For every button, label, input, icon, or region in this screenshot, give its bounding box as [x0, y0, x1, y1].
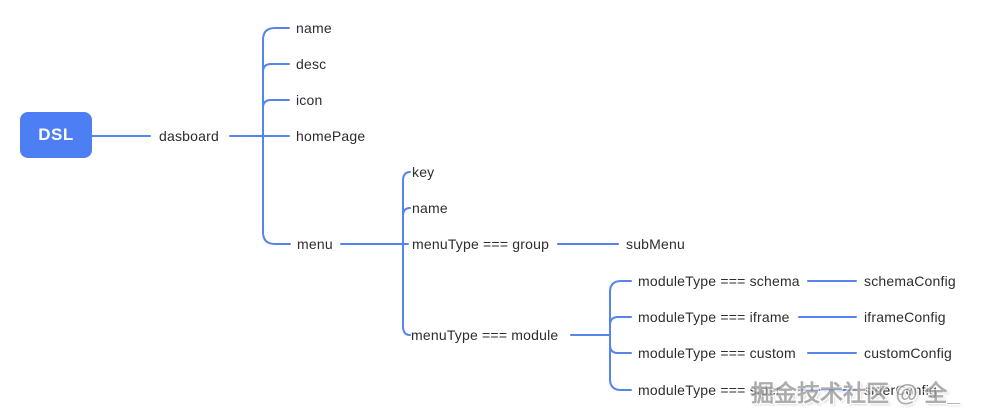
connector — [262, 99, 290, 109]
node-moduletype-schema[interactable]: moduleType === schema — [638, 273, 800, 289]
node-homepage[interactable]: homePage — [296, 128, 366, 144]
node-dasboard[interactable]: dasboard — [159, 128, 219, 144]
node-sider-config[interactable]: siderConfig — [864, 382, 938, 398]
node-menu-name[interactable]: name — [412, 200, 448, 216]
connector — [402, 325, 411, 336]
node-desc[interactable]: desc — [296, 56, 327, 72]
watermark: 掘金技术社区 @ 全_ — [751, 380, 960, 406]
node-menu[interactable]: menu — [297, 236, 333, 252]
node-moduletype-iframe[interactable]: moduleType === iframe — [638, 309, 790, 325]
node-moduletype-sider[interactable]: moduleType === sider — [638, 382, 781, 398]
connector — [609, 280, 632, 293]
connector — [609, 344, 632, 354]
node-key[interactable]: key — [412, 164, 435, 180]
node-custom-config[interactable]: customConfig — [864, 345, 952, 361]
node-menutype-module[interactable]: menuType === module — [411, 327, 559, 343]
connector — [609, 378, 632, 391]
node-icon[interactable]: icon — [296, 92, 323, 108]
connector — [262, 63, 290, 73]
connector — [262, 27, 290, 41]
node-submenu[interactable]: subMenu — [626, 236, 685, 252]
node-menutype-group[interactable]: menuType === group — [412, 236, 550, 252]
node-dsl[interactable]: DSL — [20, 112, 92, 158]
node-iframe-config[interactable]: iframeConfig — [864, 309, 946, 325]
connector — [262, 231, 291, 245]
node-moduletype-custom[interactable]: moduleType === custom — [638, 345, 796, 361]
node-name[interactable]: name — [296, 20, 332, 36]
connector — [402, 171, 411, 182]
connector — [609, 316, 632, 326]
connector — [402, 207, 411, 217]
node-schema-config[interactable]: schemaConfig — [864, 273, 956, 289]
